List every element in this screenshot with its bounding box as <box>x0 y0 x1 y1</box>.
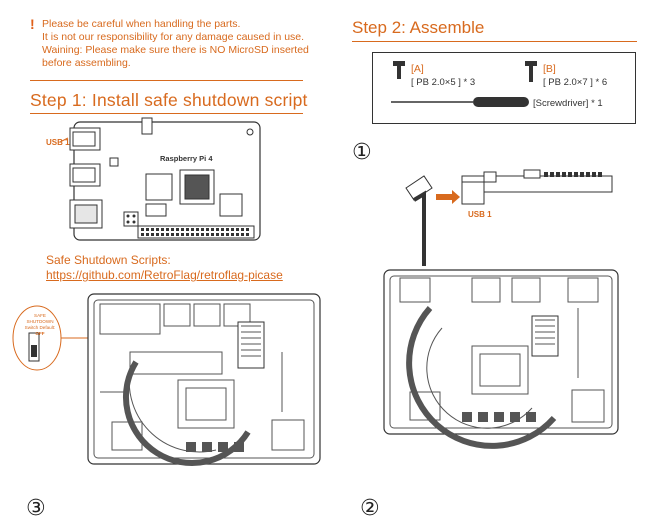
step-marker-three: ③ <box>26 496 46 521</box>
safety-notice: ! Please be careful when handling the pa… <box>30 16 309 70</box>
switch-label-1: SAFE SHUTDOWN <box>26 313 54 324</box>
notice-divider <box>30 80 303 81</box>
board-insert-illustration <box>405 169 613 266</box>
screwdriver-icon <box>391 97 529 107</box>
notice-line-3: Waining: Please make sure there is NO Mi… <box>42 44 309 56</box>
case-illustration-step2 <box>383 269 619 449</box>
screwdriver-spec: [Screwdriver] * 1 <box>533 98 603 109</box>
screw-b-icon <box>525 61 537 82</box>
step-marker-two: ② <box>360 496 380 521</box>
scripts-link[interactable]: https://github.com/RetroFlag/retroflag-p… <box>46 268 283 282</box>
case-illustration-step1 <box>87 293 321 467</box>
usb-label-assemble: USB 1 <box>468 210 492 219</box>
usb-label-pi: USB 1 <box>46 138 70 147</box>
part-a-tag: [A] <box>411 63 424 75</box>
scripts-block: Safe Shutdown Scripts: https://github.co… <box>46 253 283 283</box>
switch-label-2: Switch Default: <box>24 325 56 330</box>
step1-title: Step 1: Install safe shutdown script <box>30 90 308 110</box>
step1-divider <box>30 113 303 114</box>
board-label: Raspberry Pi 4 <box>160 154 213 163</box>
switch-label: SAFE SHUTDOWN Switch Default: OFF <box>20 313 60 337</box>
screw-a-icon <box>393 61 405 79</box>
switch-label-3: OFF <box>35 331 45 336</box>
warning-icon: ! <box>30 16 35 32</box>
step-marker-one: ① <box>352 140 372 165</box>
part-b-spec: [ PB 2.0×7 ] * 6 <box>543 77 608 88</box>
part-b-tag: [B] <box>543 63 556 75</box>
step2-title: Step 2: Assemble <box>352 18 485 37</box>
switch-callout-circle <box>12 305 92 371</box>
parts-box: [A] [ PB 2.0×5 ] * 3 [B] [ PB 2.0×7 ] * … <box>372 52 636 124</box>
scripts-label: Safe Shutdown Scripts: <box>46 253 171 267</box>
part-a-spec: [ PB 2.0×5 ] * 3 <box>411 77 476 88</box>
step2-divider <box>352 41 637 42</box>
raspberry-pi-board-illustration <box>59 117 261 241</box>
notice-line-4: before assembling. <box>42 57 131 69</box>
notice-line-2: It is not our responsibility for any dam… <box>42 31 305 43</box>
notice-line-1: Please be careful when handling the part… <box>42 18 241 30</box>
